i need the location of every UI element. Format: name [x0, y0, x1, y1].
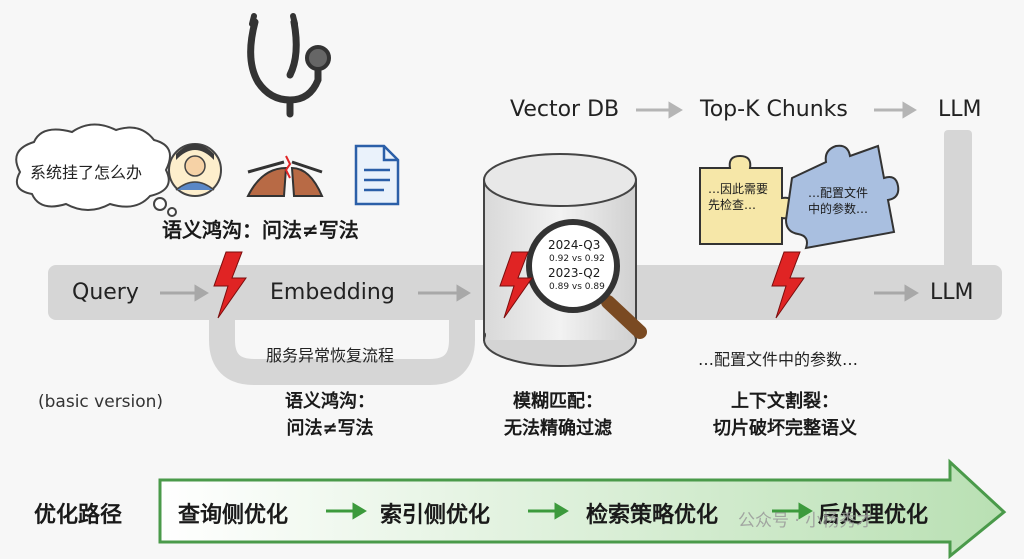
problem-fuzzy-match: 模糊匹配： 无法精确过滤	[488, 388, 628, 442]
top-llm-label: LLM	[938, 97, 982, 122]
step-arrow-2	[528, 502, 569, 520]
step-index-side: 索引侧优化	[380, 503, 491, 528]
step-arrow-1	[326, 502, 367, 520]
watermark: 公众号 · 小杨秀才	[738, 511, 874, 531]
lightning-bolt-1	[213, 251, 247, 319]
thought-cloud	[15, 123, 177, 217]
problem-detail: 无法精确过滤	[504, 418, 612, 439]
puzzle-right-icon	[784, 144, 900, 250]
main-arrow-1	[160, 284, 209, 302]
problem-context-split: 上下文割裂： 切片破坏完整语义	[690, 388, 880, 442]
embedding-label: Embedding	[270, 280, 395, 305]
step-arrow-3	[772, 502, 813, 520]
step-query-side: 查询侧优化	[178, 503, 289, 528]
optimization-band	[158, 458, 1007, 559]
top-vector-db-label: Vector DB	[510, 97, 620, 122]
problem-title: 模糊匹配：	[513, 391, 603, 412]
stethoscope-icon	[247, 18, 331, 118]
step-retrieval-strategy: 检索策略优化	[586, 503, 719, 528]
magnifier-date-2: 2023-Q2	[548, 266, 601, 280]
broken-bridge-icon	[246, 155, 324, 197]
avatar	[168, 143, 222, 197]
fallback-loop	[209, 310, 475, 385]
query-label: Query	[72, 280, 139, 305]
fallback-flow-label: 服务异常恢复流程	[266, 346, 395, 365]
puzzle-right-line1: …配置文件	[808, 186, 869, 200]
puzzle-left-line2: 先检查…	[708, 198, 757, 212]
magnifier-score-1: 0.92 vs 0.92	[549, 254, 605, 264]
puzzle-right-line2: 中的参数…	[808, 202, 869, 216]
problem-detail: 问法≠写法	[286, 418, 374, 439]
main-arrow-3	[874, 284, 919, 302]
llm-label: LLM	[930, 280, 974, 305]
main-arrow-2	[418, 284, 471, 302]
magnifier-date-1: 2024-Q3	[548, 238, 601, 252]
user-question-text: 系统挂了怎么办	[30, 163, 143, 182]
problem-title: 上下文割裂：	[731, 391, 839, 412]
top-arrow-1	[636, 101, 683, 119]
problem-title: 语义鸿沟：	[285, 391, 375, 412]
problem-detail: 切片破坏完整语义	[713, 418, 857, 439]
magnifier-score-2: 0.89 vs 0.89	[549, 282, 605, 292]
lightning-bolt-3	[771, 251, 805, 319]
chunk-snippet: …配置文件中的参数…	[698, 350, 859, 369]
vertical-track	[944, 130, 972, 280]
problem-semantic-gap: 语义鸿沟： 问法≠写法	[260, 388, 400, 442]
optimization-path-label: 优化路径	[34, 503, 123, 528]
puzzle-left-line1: …因此需要	[708, 182, 769, 196]
top-arrow-2	[874, 101, 917, 119]
semantic-gap-heading: 语义鸿沟：问法≠写法	[162, 218, 359, 242]
basic-version-label: (basic version)	[38, 392, 164, 412]
document-icon	[354, 144, 400, 206]
top-chunks-label: Top-K Chunks	[700, 97, 848, 122]
magnifier-icon	[526, 219, 647, 339]
lightning-bolt-2	[499, 251, 533, 319]
step-post-processing: 后处理优化	[818, 503, 929, 528]
